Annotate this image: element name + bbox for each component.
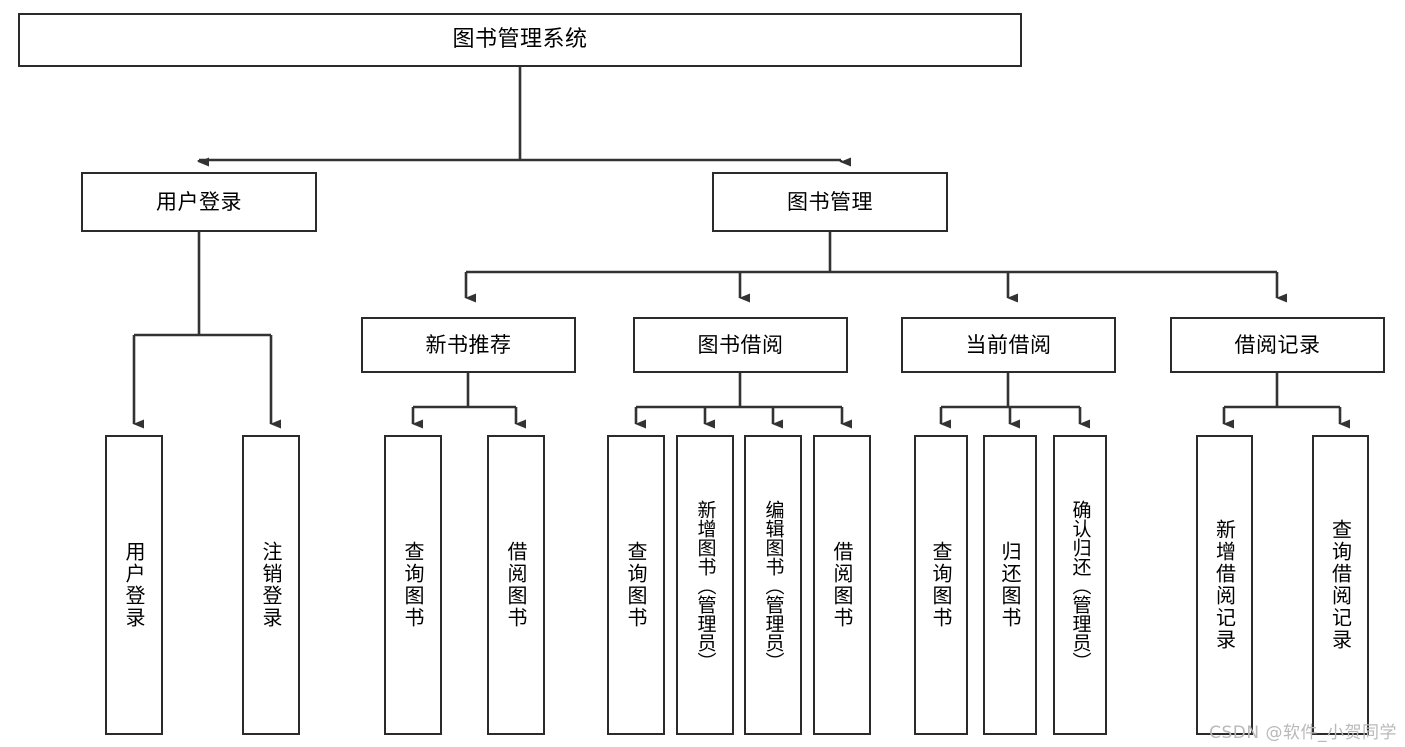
leaf-add-book-admin[interactable]: 新增图书（管理员） — [676, 435, 734, 735]
node-label: 查询图书 — [401, 541, 425, 629]
leaf-logout[interactable]: 注销登录 — [242, 435, 300, 735]
node-root-system[interactable]: 图书管理系统 — [18, 13, 1022, 67]
node-label: 查询图书 — [929, 541, 953, 629]
leaf-edit-book-admin[interactable]: 编辑图书（管理员） — [744, 435, 802, 735]
leaf-query-book-current[interactable]: 查询图书 — [914, 435, 968, 735]
leaf-user-login[interactable]: 用户登录 — [105, 435, 163, 735]
node-user-login[interactable]: 用户登录 — [81, 172, 317, 232]
leaf-query-book-borrow[interactable]: 查询图书 — [607, 435, 665, 735]
node-label: 图书管理 — [787, 189, 873, 214]
node-label: 新增借阅记录 — [1212, 519, 1237, 651]
node-current-borrow[interactable]: 当前借阅 — [901, 317, 1116, 373]
node-label: 归还图书 — [998, 541, 1022, 629]
node-new-book-recommend[interactable]: 新书推荐 — [361, 317, 576, 373]
leaf-borrow-book[interactable]: 借阅图书 — [813, 435, 871, 735]
node-label: 编辑图书（管理员） — [762, 499, 785, 671]
node-label: 确认归还（管理员） — [1069, 499, 1092, 671]
node-book-management[interactable]: 图书管理 — [712, 172, 948, 232]
node-label: 图书借阅 — [697, 332, 784, 357]
node-label: 用户登录 — [156, 189, 242, 214]
watermark-text: CSDN @软件_小贺同学 — [1209, 723, 1397, 743]
leaf-query-borrow-record[interactable]: 查询借阅记录 — [1312, 435, 1369, 735]
node-label: 查询图书 — [624, 541, 648, 629]
leaf-confirm-return-admin[interactable]: 确认归还（管理员） — [1053, 435, 1107, 735]
node-label: 注销登录 — [259, 541, 283, 629]
node-label: 新书推荐 — [425, 332, 512, 357]
node-label: 用户登录 — [122, 541, 146, 629]
node-borrow-record[interactable]: 借阅记录 — [1170, 317, 1385, 373]
node-label: 借阅图书 — [830, 541, 854, 629]
node-label: 新增图书（管理员） — [694, 499, 717, 671]
node-book-borrow[interactable]: 图书借阅 — [633, 317, 848, 373]
leaf-add-borrow-record[interactable]: 新增借阅记录 — [1196, 435, 1253, 735]
leaf-return-book[interactable]: 归还图书 — [983, 435, 1037, 735]
node-label: 借阅记录 — [1234, 332, 1321, 357]
node-label: 查询借阅记录 — [1328, 519, 1353, 651]
node-label: 借阅图书 — [504, 541, 528, 629]
leaf-query-book-recommend[interactable]: 查询图书 — [384, 435, 442, 735]
leaf-borrow-book-recommend[interactable]: 借阅图书 — [487, 435, 545, 735]
node-label: 图书管理系统 — [452, 27, 588, 53]
node-label: 当前借阅 — [965, 332, 1052, 357]
